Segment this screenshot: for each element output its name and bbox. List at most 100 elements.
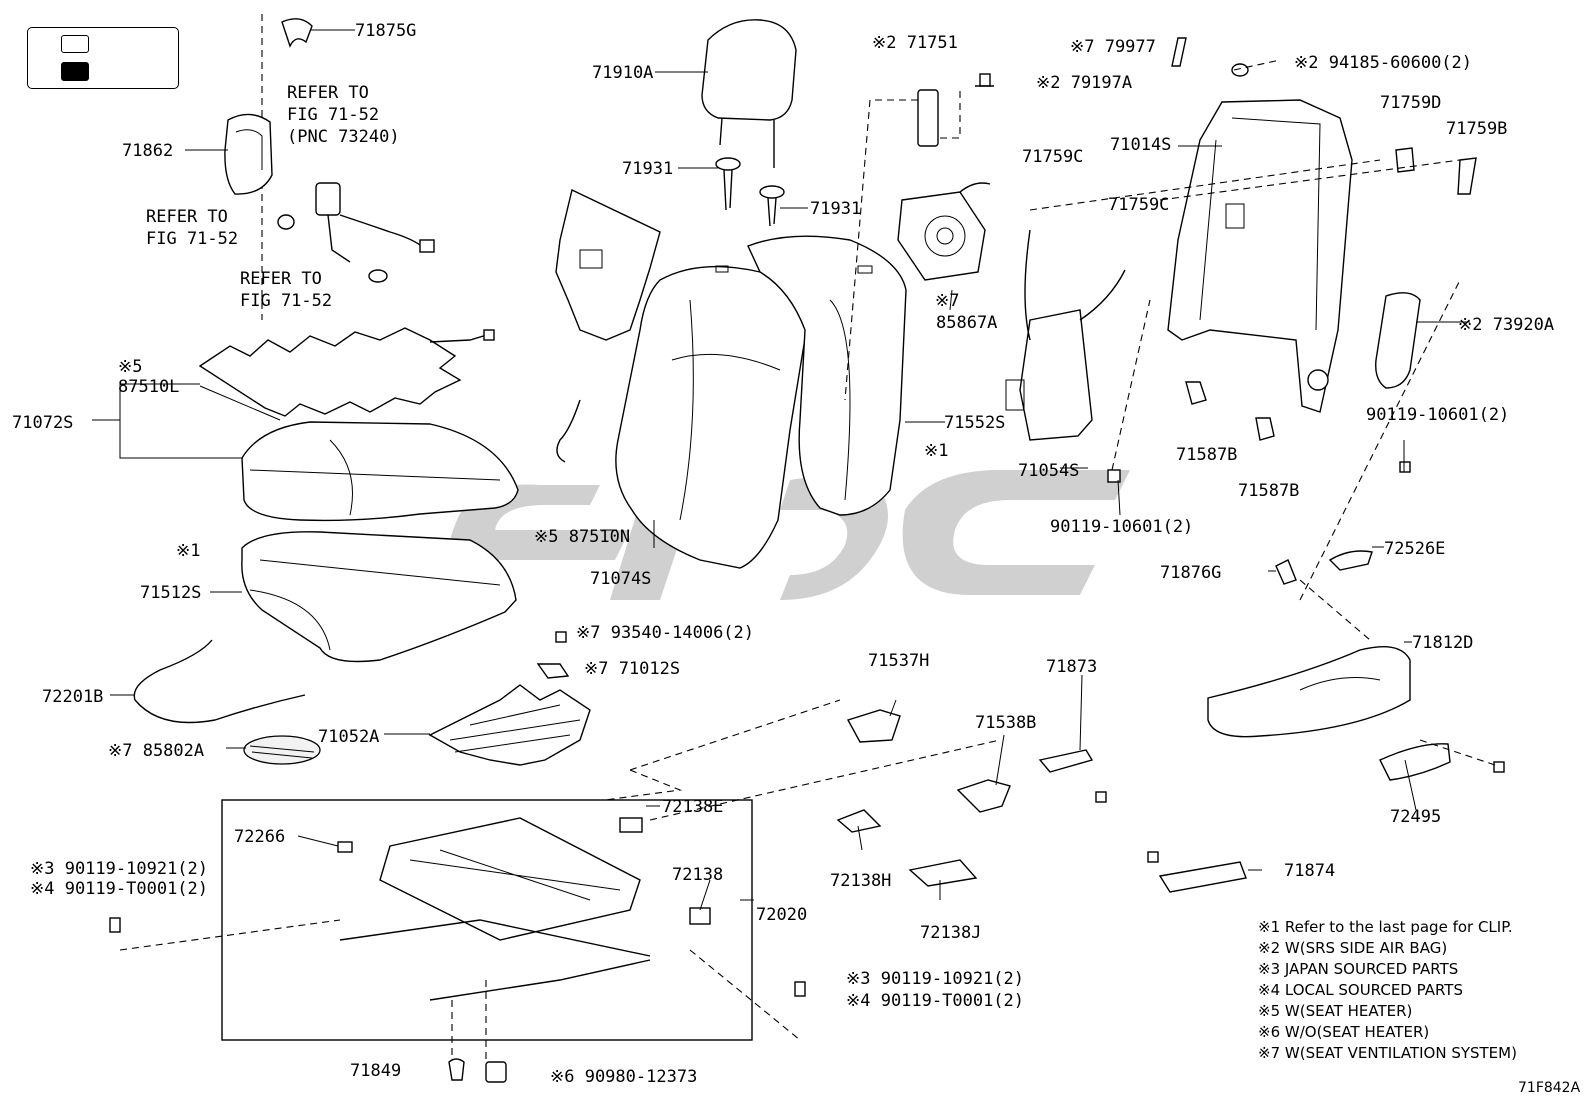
label-72201B: 72201B	[42, 687, 103, 707]
label-refer-3b: FIG 71-52	[240, 291, 332, 311]
label-refer-1a: REFER TO	[287, 83, 369, 103]
label-clip-2: ※1	[176, 541, 200, 561]
part-71012S-bracket	[536, 663, 570, 679]
label-71862: 71862	[122, 141, 173, 161]
label-90119-T0001-a: ※4 90119-T0001(2)	[30, 879, 208, 899]
part-79197A-bolt	[975, 73, 994, 87]
label-71538B: 71538B	[975, 713, 1036, 733]
part-71074S-seatback-cover	[615, 265, 809, 569]
label-refer-3a: REFER TO	[240, 269, 322, 289]
figure-id: 71F842A	[1518, 1080, 1581, 1096]
label-79197A: ※2 79197A	[1036, 73, 1132, 93]
part-71052A-spring	[428, 684, 591, 766]
label-71931-a: 71931	[622, 159, 673, 179]
label-72138E: 72138E	[662, 797, 723, 817]
part-72201B-wire	[133, 639, 306, 724]
note-4: ※4 LOCAL SOURCED PARTS	[1258, 981, 1463, 999]
label-71014S: 71014S	[1110, 135, 1171, 155]
label-71931-b: 71931	[810, 199, 861, 219]
part-71587B-clips	[1185, 381, 1275, 441]
part-72020-seat-track-frame	[221, 799, 753, 1041]
label-71512S: 71512S	[140, 583, 201, 603]
part-small-brackets	[836, 709, 1247, 893]
color-legend-box	[27, 27, 179, 89]
part-71759-clips	[1231, 63, 1477, 195]
part-71910A-headrest	[701, 19, 797, 168]
note-1: ※1 Refer to the last page for CLIP.	[1258, 918, 1513, 936]
label-87510N: ※5 87510N	[534, 527, 630, 547]
label-refer-2b: FIG 71-52	[146, 229, 238, 249]
label-71874: 71874	[1284, 861, 1335, 881]
label-90119-10601-b: 90119-10601(2)	[1050, 517, 1193, 537]
part-71014S-seatback-frame	[1167, 99, 1353, 413]
label-90119-10921-b: ※3 90119-10921(2)	[846, 969, 1024, 989]
note-2: ※2 W(SRS SIDE AIR BAG)	[1258, 939, 1447, 957]
label-71052A: 71052A	[318, 727, 379, 747]
label-72495: 72495	[1390, 807, 1441, 827]
label-79977: ※7 79977	[1070, 37, 1156, 57]
label-90119-T0001-b: ※4 90119-T0001(2)	[846, 991, 1024, 1011]
part-71875G-clip	[261, 14, 313, 320]
label-72138J: 72138J	[920, 923, 981, 943]
label-90980: ※6 90980-12373	[550, 1067, 697, 1087]
part-71054S-lumbar	[1005, 229, 1126, 441]
part-85802A-fan	[243, 735, 321, 765]
leader-lines	[92, 29, 1470, 911]
label-clip-1: ※1	[924, 441, 948, 461]
part-side-covers	[1207, 279, 1496, 781]
note-6: ※6 W/O(SEAT HEATER)	[1258, 1023, 1429, 1041]
label-87510L-note: ※5	[118, 357, 142, 377]
label-71873: 71873	[1046, 657, 1097, 677]
label-71072S: 71072S	[12, 413, 73, 433]
footnotes: ※1 Refer to the last page for CLIP. ※2 W…	[1258, 918, 1517, 1062]
label-85867A: 85867A	[936, 313, 997, 333]
label-71054S: 71054S	[1018, 461, 1079, 481]
part-seatbelt-buckle	[277, 182, 435, 283]
label-refer-1b: FIG 71-52	[287, 105, 379, 125]
label-refer-1c: (PNC 73240)	[287, 127, 400, 147]
note-3: ※3 JAPAN SOURCED PARTS	[1258, 960, 1458, 978]
part-87510N-heater-mat	[555, 188, 661, 463]
part-bolts	[109, 461, 1505, 997]
label-72526E: 72526E	[1384, 539, 1445, 559]
label-93540: ※7 93540-14006(2)	[576, 623, 754, 643]
label-71910A: 71910A	[592, 63, 653, 83]
part-71931-guides	[715, 157, 785, 227]
label-71875G: 71875G	[355, 21, 416, 41]
label-87510L: 87510L	[118, 377, 179, 397]
part-87510L-heater-mat	[198, 327, 495, 417]
part-71552S-seatback-pad	[747, 235, 907, 516]
label-72266: 72266	[234, 827, 285, 847]
part-85867A-fan	[897, 182, 991, 281]
label-71759D: 71759D	[1380, 93, 1441, 113]
label-73920A: ※2 73920A	[1458, 315, 1554, 335]
label-71751: ※2 71751	[872, 33, 958, 53]
label-71537H: 71537H	[868, 651, 929, 671]
part-bottom-fasteners	[448, 1058, 507, 1083]
label-71759C-2: 71759C	[1108, 195, 1169, 215]
legend-black-swatch	[61, 62, 89, 81]
label-90119-10921-a: ※3 90119-10921(2)	[30, 859, 208, 879]
note-5: ※5 W(SEAT HEATER)	[1258, 1002, 1412, 1020]
legend-white-swatch	[61, 35, 89, 53]
label-94185: ※2 94185-60600(2)	[1294, 53, 1472, 73]
label-72138H: 72138H	[830, 871, 891, 891]
label-71876G: 71876G	[1160, 563, 1221, 583]
part-71751-bracket	[844, 89, 961, 401]
label-71587B-2: 71587B	[1238, 481, 1299, 501]
label-71849: 71849	[350, 1061, 401, 1081]
dashed-connectors	[119, 59, 1461, 1060]
label-71012S: ※7 71012S	[584, 659, 680, 679]
label-71552S: 71552S	[944, 413, 1005, 433]
part-73920A-side-airbag	[1375, 292, 1421, 389]
label-72020: 72020	[756, 905, 807, 925]
label-71587B-1: 71587B	[1176, 445, 1237, 465]
label-85867A-note: ※7	[935, 291, 959, 311]
label-refer-2a: REFER TO	[146, 207, 228, 227]
part-labels: 71875G 71862 REFER TO FIG 71-52 (PNC 732…	[12, 21, 1554, 1087]
label-71812D: 71812D	[1412, 633, 1473, 653]
label-90119-10601-a: 90119-10601(2)	[1366, 405, 1509, 425]
label-71759C-1: 71759C	[1022, 147, 1083, 167]
part-71862-cover	[224, 113, 273, 195]
